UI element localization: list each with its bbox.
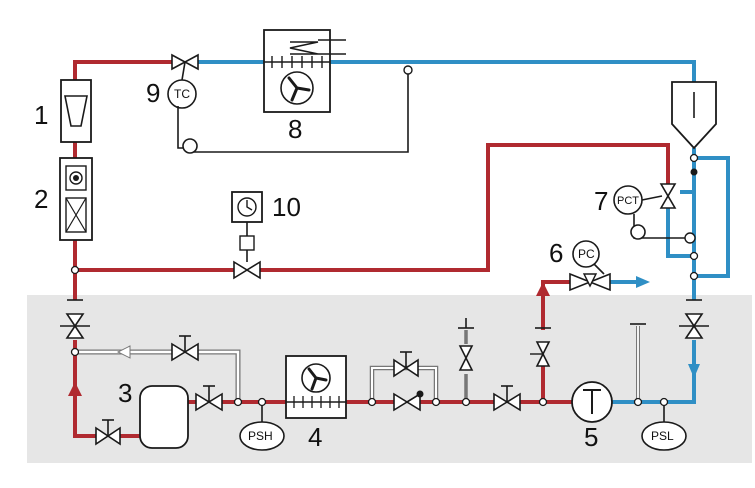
- service-valve-left: [60, 299, 90, 339]
- label-4: 4: [308, 422, 322, 452]
- label-2: 2: [34, 184, 48, 214]
- label-1: 1: [34, 100, 48, 130]
- flow-arrow-up-right: [536, 282, 550, 296]
- component-6-pressure-regulator: [569, 240, 611, 292]
- label-6: 6: [549, 238, 563, 268]
- tc-label: TC: [174, 87, 190, 101]
- component-3-tank: [95, 335, 223, 449]
- pct-label: PCT: [617, 195, 639, 207]
- component-9-thermostatic-valve: [167, 53, 413, 154]
- junction-dots: [70, 153, 699, 407]
- component-1-receiver: [60, 79, 92, 143]
- psh-label: PSH: [248, 429, 273, 443]
- drain-riser: [630, 323, 646, 402]
- service-valve-right: [679, 299, 709, 339]
- component-2-drier: [59, 157, 93, 241]
- label-7: 7: [594, 186, 608, 216]
- pc-label: PC: [578, 247, 595, 261]
- label-3: 3: [118, 378, 132, 408]
- flow-arrow-down: [688, 364, 700, 378]
- label-8: 8: [288, 114, 302, 144]
- component-10-timer: [231, 191, 263, 280]
- label-10: 10: [272, 192, 301, 222]
- flow-arrow-up-left: [68, 382, 82, 396]
- component-4-condenser: [285, 355, 347, 419]
- cold-lines: [198, 60, 730, 404]
- suction-accumulator: [671, 81, 717, 150]
- component-8-evaporator: [263, 29, 346, 113]
- component-7-pressure-valve: [613, 168, 698, 244]
- solenoid-valves: [393, 318, 551, 412]
- psh-switch: [239, 402, 285, 451]
- label-5: 5: [584, 422, 598, 452]
- component-5-compressor: [571, 381, 613, 423]
- psl-switch: [641, 402, 687, 451]
- psl-label: PSL: [651, 429, 674, 443]
- bypass-line: [75, 345, 241, 402]
- label-9: 9: [146, 78, 160, 108]
- flow-arrow-right: [636, 276, 650, 288]
